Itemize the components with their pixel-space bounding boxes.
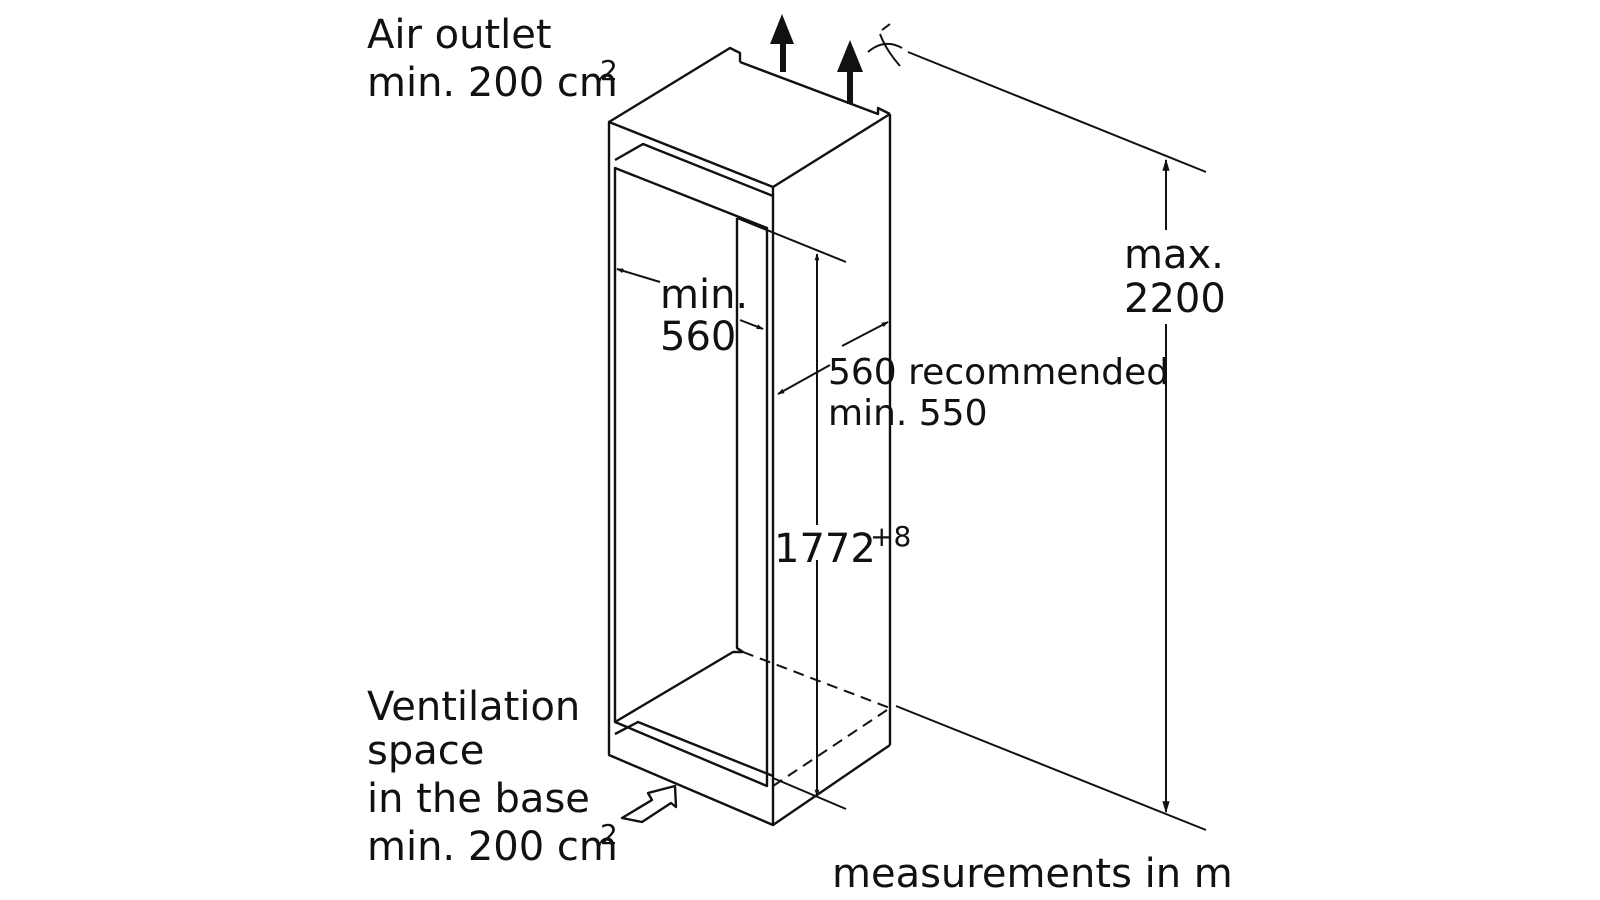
max-height-label-max: max. (1124, 232, 1224, 278)
air-inlet-arrow-icon (620, 784, 678, 824)
niche-height-tolerance: +8 (870, 520, 911, 553)
air-outlet-area-superscript: 2 (600, 54, 618, 87)
ventilation-base-label: in the base (367, 776, 590, 822)
niche-height-label: 1772 (774, 526, 876, 572)
depth-label-min: min. 550 (828, 393, 988, 434)
ventilation-area-superscript: 2 (600, 818, 618, 851)
width-dimension (616, 268, 764, 330)
measurements-note: measurements in m (832, 851, 1233, 897)
air-flow-arrow-icon (770, 14, 794, 72)
ceiling-symbol-icon (867, 23, 903, 67)
air-flow-arrow-icon (837, 40, 863, 104)
niche-height-dimension (736, 217, 847, 810)
max-height-dimension (895, 51, 1207, 831)
ventilation-space-label: space (367, 728, 484, 774)
air-outlet-area-label: min. 200 cm (367, 60, 618, 106)
depth-dimension (777, 321, 889, 395)
ventilation-label: Ventilation (367, 684, 580, 730)
width-label-value: 560 (660, 314, 736, 360)
ventilation-area-label: min. 200 cm (367, 824, 618, 870)
air-outlet-label: Air outlet (367, 12, 552, 58)
max-height-label-value: 2200 (1124, 276, 1226, 322)
cabinet-niche (607, 46, 892, 827)
width-label-min: min. (660, 272, 748, 318)
depth-label-recommended: 560 recommended (828, 352, 1169, 393)
